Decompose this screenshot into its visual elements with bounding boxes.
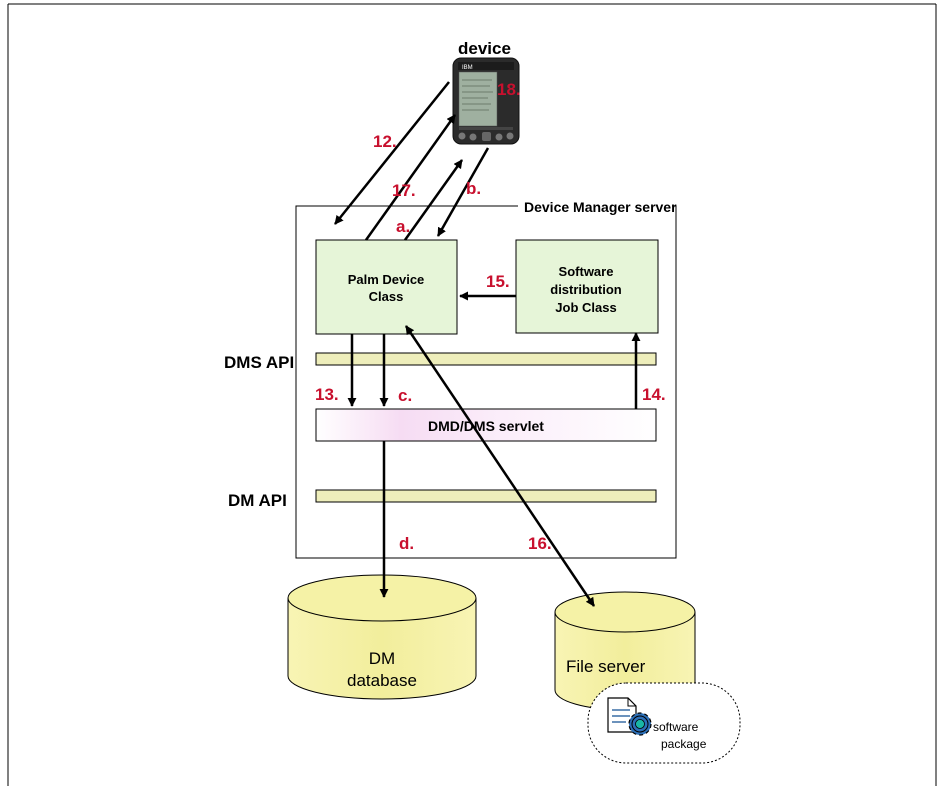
job-class-line1: Software — [559, 264, 614, 279]
job-class-line2: distribution — [550, 282, 622, 297]
step-18-label: 18. — [497, 80, 521, 99]
palm-device-icon: IBM — [452, 57, 520, 145]
job-class-box: Software distribution Job Class — [515, 239, 659, 334]
servlet-box: DMD/DMS servlet — [315, 408, 657, 442]
step-c-label: c. — [398, 386, 412, 405]
server-label: Device Manager server — [524, 199, 677, 215]
device-title: device — [458, 39, 511, 58]
dm-api-label: DM API — [228, 491, 287, 510]
step-b-label: b. — [466, 179, 481, 198]
dm-api-bar — [315, 489, 657, 503]
arrow-step-a — [403, 159, 464, 241]
dm-database-cylinder: DM database — [287, 574, 477, 700]
software-package-line2: package — [661, 737, 707, 751]
step-13-label: 13. — [315, 385, 339, 404]
step-14-label: 14. — [642, 385, 666, 404]
dm-database-line2: database — [347, 671, 417, 690]
arrow-step-16 — [404, 325, 596, 607]
step-17-label: 17. — [392, 181, 416, 200]
software-package-line1: software — [653, 720, 699, 734]
palm-device-class-box: Palm Device Class — [315, 239, 458, 335]
step-a-label: a. — [396, 217, 410, 236]
job-class-line3: Job Class — [555, 300, 616, 315]
step-15-label: 15. — [486, 272, 510, 291]
device-brand: IBM — [462, 65, 473, 71]
palm-class-line2: Class — [369, 289, 404, 304]
step-d-label: d. — [399, 534, 414, 553]
arrow-step-12 — [334, 81, 450, 225]
dms-api-bar — [315, 352, 657, 366]
servlet-label: DMD/DMS servlet — [428, 418, 544, 434]
step-16-label: 16. — [528, 534, 552, 553]
step-12-label: 12. — [373, 132, 397, 151]
arrow-step-17 — [364, 114, 457, 241]
palm-class-line1: Palm Device — [348, 272, 425, 287]
dms-api-label: DMS API — [224, 353, 294, 372]
file-server-label: File server — [566, 657, 646, 676]
gear-icon — [628, 712, 652, 736]
arrow-step-b — [436, 147, 490, 237]
document-icon — [607, 697, 637, 733]
dm-database-line1: DM — [369, 649, 395, 668]
